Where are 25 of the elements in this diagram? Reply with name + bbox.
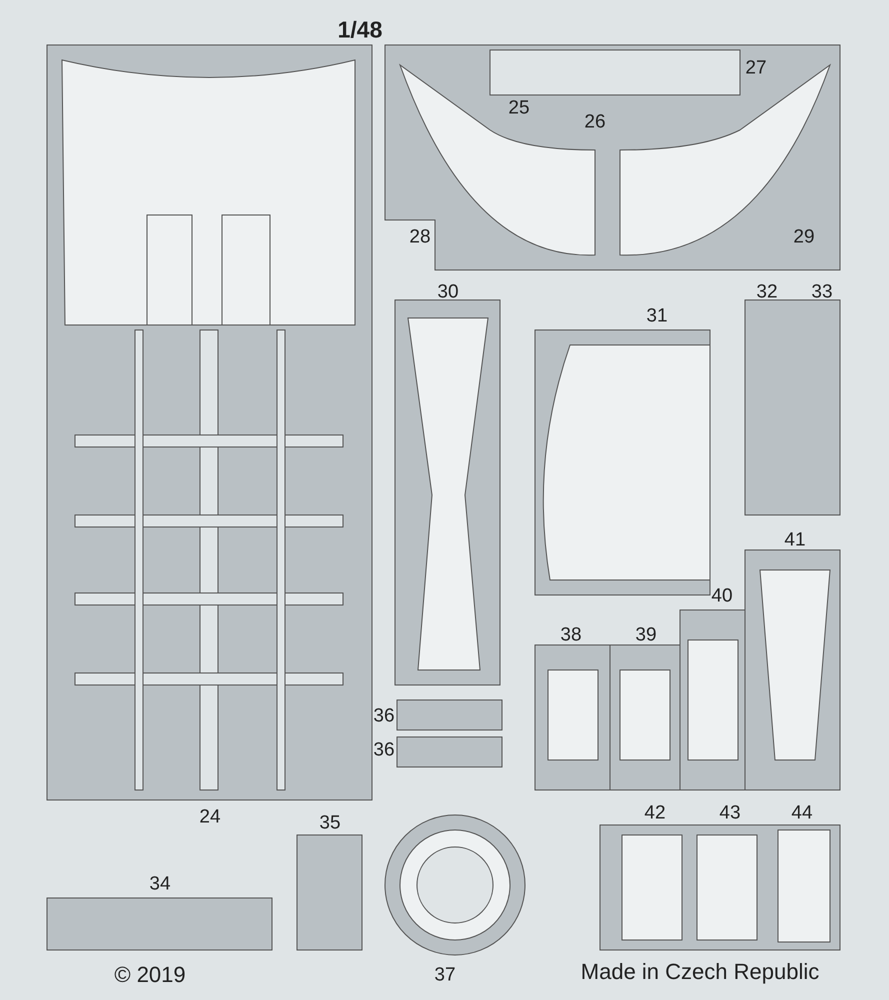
part-number: 42 [644,804,666,822]
part-number: 39 [635,626,657,644]
part-number: 34 [149,874,171,894]
part-number: 25 [508,98,530,118]
part-number: 36 [373,740,395,760]
part-number: 26 [584,112,606,132]
origin-note: Made in Czech Republic [580,961,820,983]
copyright-note: © 2019 [114,964,186,986]
part-number: 40 [711,586,733,606]
part-number: 24 [199,808,221,826]
part-number: 35 [319,814,341,832]
part-number: 44 [791,804,813,822]
part-number: 36 [373,706,395,726]
scale-label: 1/48 [338,18,382,42]
part-number: 27 [745,58,767,78]
part-number: 30 [437,282,459,302]
part-number: 32 [756,282,778,302]
part-number: 28 [409,228,431,246]
part-number: 33 [811,282,833,302]
part-number: 29 [793,228,815,246]
part-number: 38 [560,626,582,644]
part-number: 37 [434,966,456,984]
part-number: 41 [784,530,806,550]
part-number: 31 [646,306,668,326]
part-number: 43 [719,804,741,822]
